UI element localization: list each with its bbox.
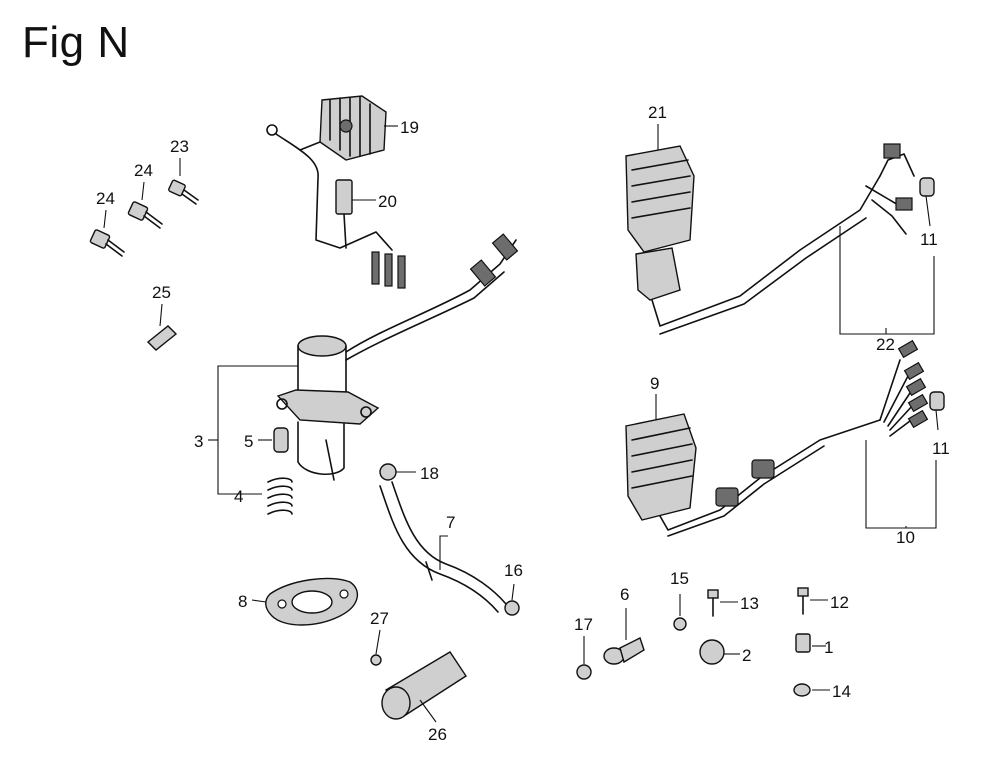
callout-20: 20 (378, 192, 397, 211)
callout-18: 18 (420, 464, 439, 483)
callout-11-lower: 11 (932, 439, 950, 458)
part-27-screw (370, 629, 382, 666)
callout-24-lower: 24 (96, 189, 115, 208)
part-16-clamp (504, 583, 520, 616)
part-17-clip (576, 636, 592, 680)
part-13-screw (707, 589, 738, 617)
part-23-bolt (168, 179, 199, 205)
part-12-screw (797, 587, 828, 615)
callout-4: 4 (234, 487, 243, 506)
callout-labels: 1 2 3 4 5 6 7 8 9 10 11 11 12 13 14 15 1… (96, 103, 950, 744)
part-21-regulator (625, 143, 935, 335)
callout-14: 14 (832, 682, 851, 701)
part-8-gasket (251, 577, 359, 626)
callout-13: 13 (740, 594, 759, 613)
callout-6: 6 (620, 585, 629, 604)
callout-15: 15 (670, 569, 689, 588)
part-3-solenoid (276, 233, 519, 481)
callout-11-upper: 11 (920, 230, 938, 249)
part-24-bolt-upper (127, 201, 163, 229)
callout-10: 10 (896, 528, 915, 547)
part-1-nut (795, 633, 826, 653)
part-5-sleeve (273, 427, 289, 453)
callout-7: 7 (446, 513, 455, 532)
bracket-10 (865, 409, 939, 529)
part-15-washer (673, 594, 687, 631)
callout-3: 3 (194, 432, 203, 451)
callout-5: 5 (244, 432, 253, 451)
part-20-wire-harness (266, 124, 406, 289)
callout-16: 16 (504, 561, 523, 580)
part-2-cap (699, 639, 740, 665)
part-7-hose (379, 481, 507, 613)
part-26-grip (381, 651, 467, 723)
callout-17: 17 (574, 615, 593, 634)
bracket-22 (839, 195, 935, 335)
callout-8: 8 (238, 592, 247, 611)
callout-26: 26 (428, 725, 447, 744)
part-19-heatsink (299, 95, 387, 161)
part-14-washer (793, 683, 830, 697)
callout-9: 9 (650, 374, 659, 393)
part-4-spring (267, 477, 293, 515)
callout-23: 23 (170, 137, 189, 156)
callout-22: 22 (876, 335, 895, 354)
callout-19: 19 (400, 118, 419, 137)
callout-27: 27 (370, 609, 389, 628)
part-18-clamp (379, 463, 416, 481)
bracket-3 (208, 365, 298, 495)
callout-12: 12 (830, 593, 849, 612)
part-9-regulator (625, 339, 945, 537)
callout-1: 1 (824, 638, 833, 657)
part-24-bolt-lower (89, 229, 125, 257)
leaders-misc (103, 124, 659, 420)
callout-25: 25 (152, 283, 171, 302)
figure-title: Fig N (22, 18, 130, 67)
part-6-fitting (603, 608, 645, 665)
callout-24-upper: 24 (134, 161, 153, 180)
part-25-pin (146, 325, 178, 351)
callout-2: 2 (742, 646, 751, 665)
callout-21: 21 (648, 103, 667, 122)
